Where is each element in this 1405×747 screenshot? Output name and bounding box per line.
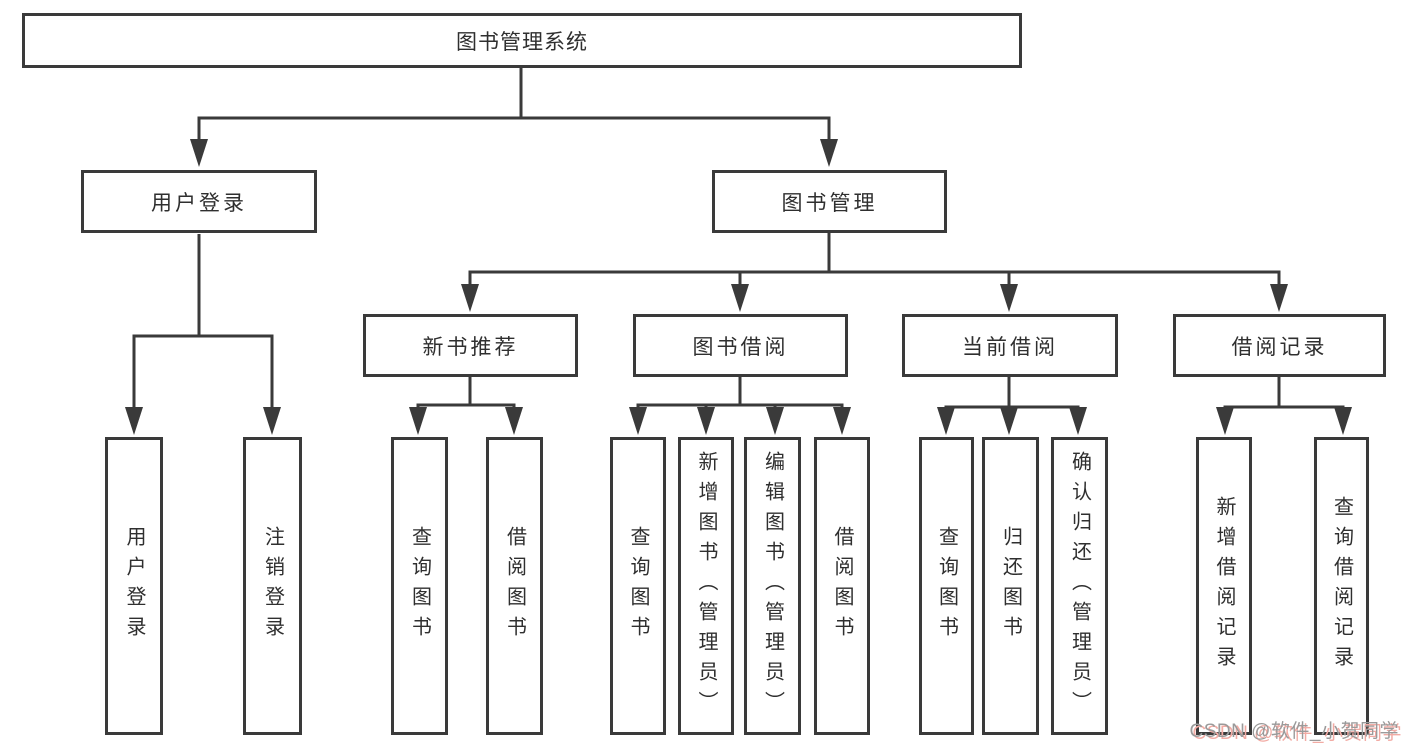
leaf-query-borrow-record: 查询借阅记录 — [1314, 437, 1369, 735]
node-new-book-recommend: 新书推荐 — [363, 314, 578, 377]
leaf-label: 查询图书 — [935, 526, 958, 646]
leaf-label: 查询图书 — [627, 526, 649, 646]
leaf-add-books-admin: 新增图书（管理员） — [678, 437, 734, 735]
node-borrow-record: 借阅记录 — [1173, 314, 1386, 377]
leaf-query-books-1: 查询图书 — [391, 437, 448, 735]
leaf-label: 查询借阅记录 — [1330, 496, 1353, 676]
leaf-borrow-books-2: 借阅图书 — [814, 437, 870, 735]
leaf-label: 注销登录 — [261, 526, 284, 646]
node-book-management: 图书管理 — [712, 170, 947, 233]
leaf-edit-books-admin: 编辑图书（管理员） — [744, 437, 801, 735]
arrowhead-icons — [125, 139, 1352, 435]
leaf-label: 编辑图书（管理员） — [761, 451, 784, 721]
leaf-label: 借阅图书 — [831, 526, 853, 646]
node-book-borrow: 图书借阅 — [633, 314, 848, 377]
leaf-label: 新增借阅记录 — [1213, 496, 1235, 676]
leaf-logout: 注销登录 — [243, 437, 302, 735]
leaf-label: 查询图书 — [408, 526, 431, 646]
node-user-login: 用户登录 — [81, 170, 317, 233]
leaf-label: 确认归还（管理员） — [1068, 451, 1091, 721]
leaf-confirm-return-admin: 确认归还（管理员） — [1051, 437, 1108, 735]
leaf-label: 借阅图书 — [503, 526, 526, 646]
leaf-return-books: 归还图书 — [982, 437, 1039, 735]
leaf-query-books-2: 查询图书 — [610, 437, 666, 735]
leaf-label: 新增图书（管理员） — [695, 451, 717, 721]
leaf-label: 用户登录 — [123, 526, 145, 646]
leaf-user-login: 用户登录 — [105, 437, 163, 735]
node-library-management-system: 图书管理系统 — [22, 13, 1022, 68]
node-current-borrow: 当前借阅 — [902, 314, 1118, 377]
leaf-label: 归还图书 — [999, 526, 1022, 646]
csdn-watermark: CSDN @软件_小贺同学 — [1189, 721, 1399, 742]
leaf-add-borrow-record: 新增借阅记录 — [1196, 437, 1252, 735]
leaf-query-books-3: 查询图书 — [919, 437, 974, 735]
leaf-borrow-books-1: 借阅图书 — [486, 437, 543, 735]
